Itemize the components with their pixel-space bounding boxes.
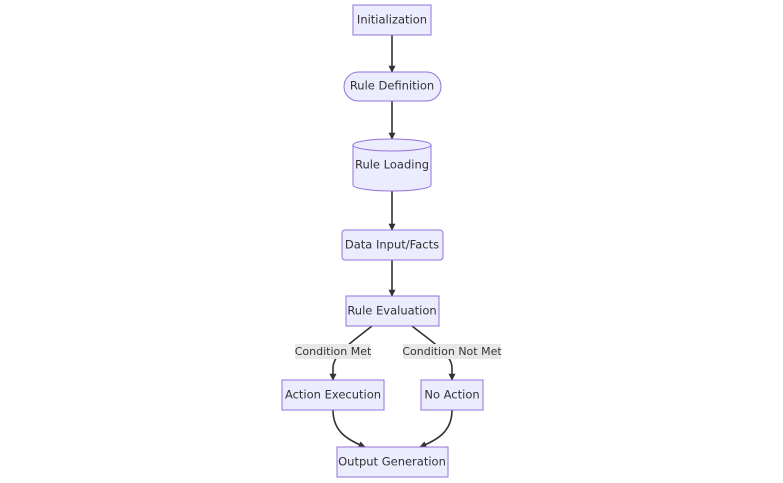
node-rule-evaluation: Rule Evaluation	[345, 295, 440, 327]
node-rule-loading: Rule Loading	[352, 138, 432, 192]
node-box	[336, 446, 449, 478]
node-data-input: Data Input/Facts	[341, 229, 444, 261]
node-label: Rule Definition	[350, 79, 434, 93]
edge-label-background	[403, 344, 501, 359]
edge-action-execution-to-output-generation	[332, 409, 366, 448]
edge-label-text: Condition Not Met	[402, 345, 502, 358]
node-label: No Action	[424, 388, 479, 402]
node-output-generation: Output Generation	[336, 446, 449, 478]
node-label: Output Generation	[338, 455, 446, 469]
edge-label-condition-met: Condition Met	[295, 344, 372, 359]
node-rule-definition: Rule Definition	[343, 71, 442, 102]
node-label: Rule Loading	[355, 158, 429, 172]
node-label: Rule Evaluation	[347, 304, 436, 318]
node-label: Initialization	[357, 13, 427, 27]
node-cylinder-top	[352, 144, 432, 152]
node-initialization: Initialization	[352, 4, 432, 36]
edge-label-background	[295, 344, 371, 359]
node-box	[281, 379, 385, 411]
node-label: Action Execution	[285, 388, 381, 402]
edge-label-condition-not-met: Condition Not Met	[402, 344, 502, 359]
node-box	[352, 4, 432, 36]
edge-no-action-to-output-generation	[419, 409, 453, 448]
node-box	[420, 379, 484, 411]
node-box	[341, 229, 444, 261]
node-rounded-box	[343, 71, 442, 102]
edge-label-text: Condition Met	[295, 345, 372, 358]
node-label: Data Input/Facts	[345, 238, 439, 252]
node-no-action: No Action	[420, 379, 484, 411]
node-cylinder	[352, 138, 432, 192]
node-box	[345, 295, 440, 327]
node-action-execution: Action Execution	[281, 379, 385, 411]
